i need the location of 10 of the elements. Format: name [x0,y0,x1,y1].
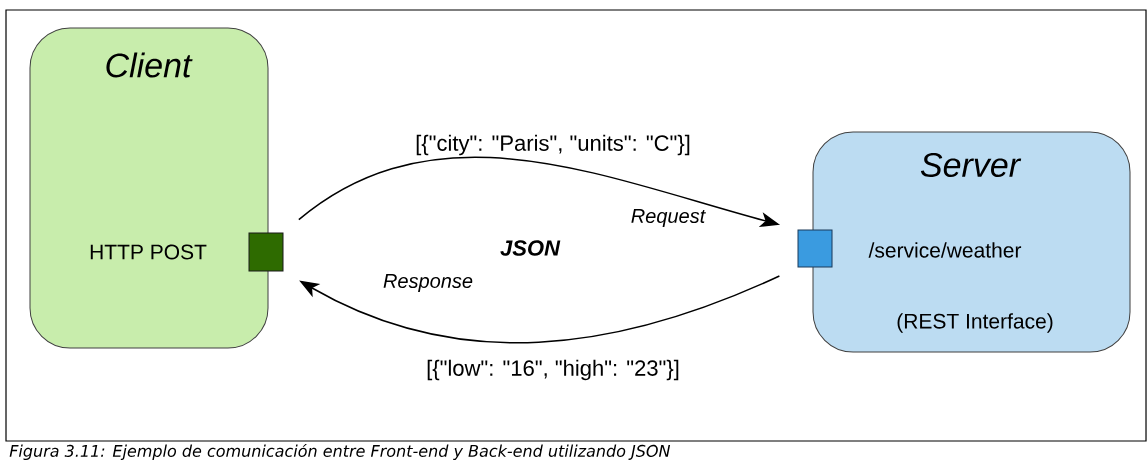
edge-label: Request [629,208,707,228]
port-square [248,232,284,272]
message-text: [{"city": "Paris", "units": "C"}] [416,134,690,156]
caption: Figura 3.11: Ejemplo de comunicación entre Front-end y Back-end utilizando JSON [9,443,671,461]
message-text: [{"low": "16", "high": "23"}] [427,359,679,381]
edge-label: Response [382,273,475,293]
format-label: JSON [500,240,561,256]
port-square [797,229,833,268]
rounded-box: Server /service/weather (REST Interface) [812,131,1131,353]
rounded-box: Client HTTP POST [29,27,269,349]
